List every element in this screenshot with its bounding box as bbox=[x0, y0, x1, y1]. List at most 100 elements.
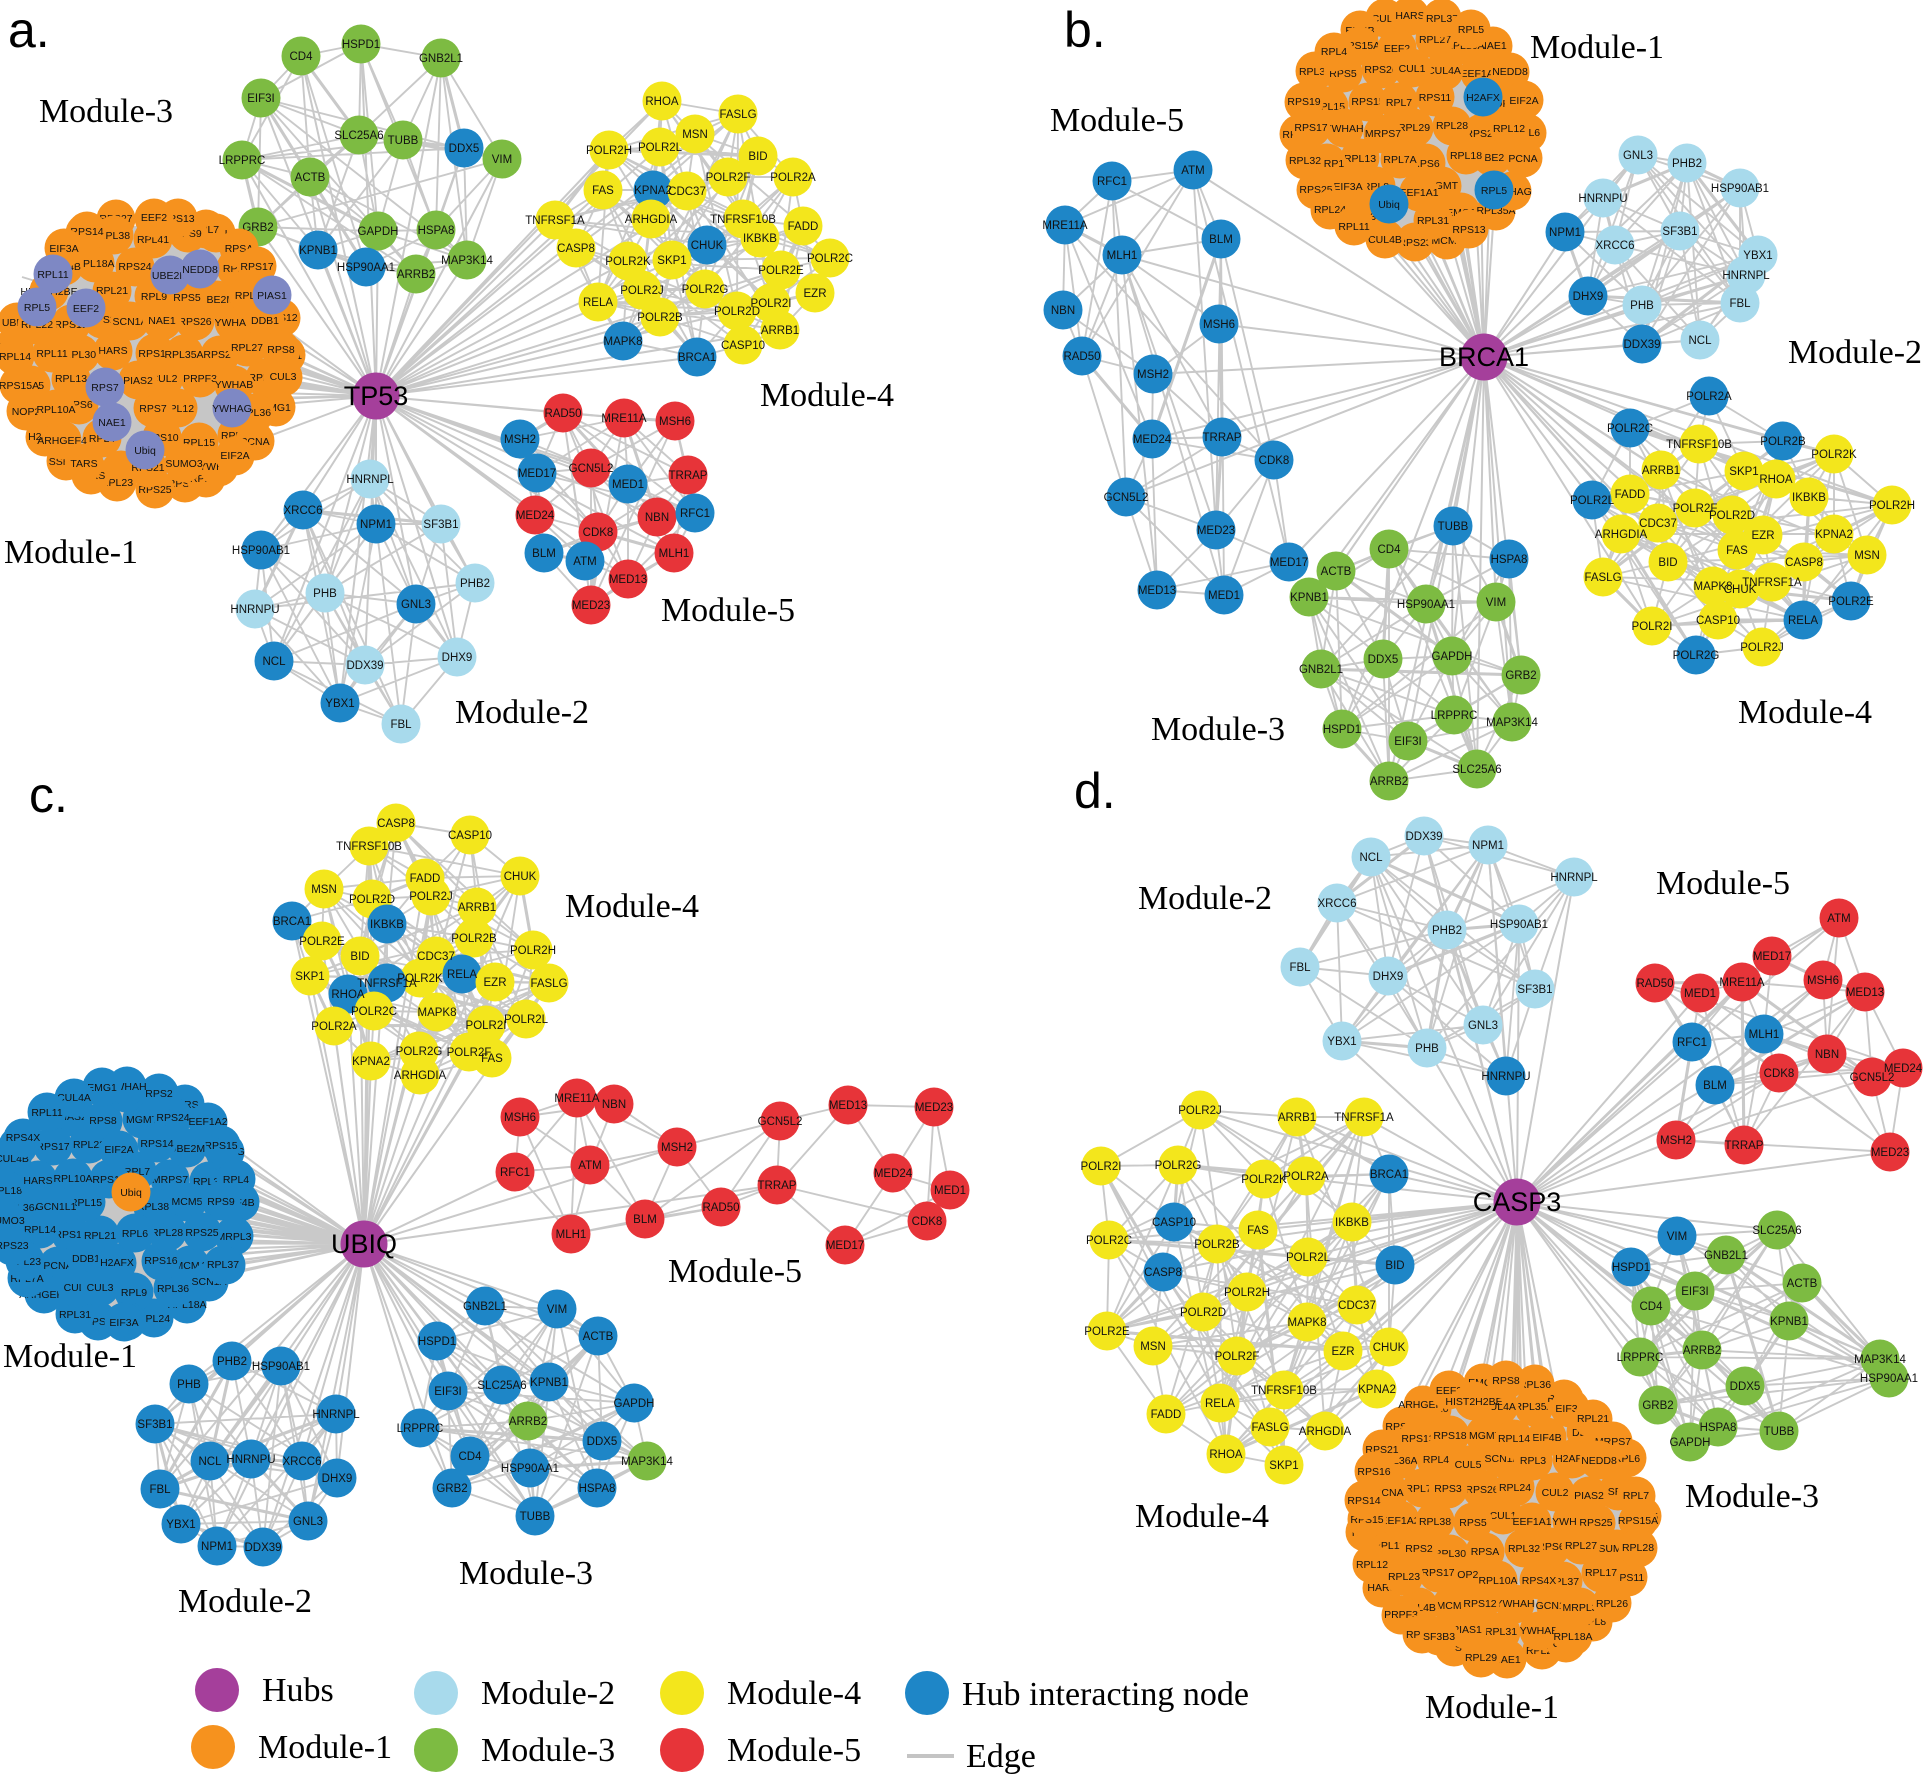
svg-text:RPS23: RPS23 bbox=[0, 1240, 29, 1252]
svg-text:PRPF3: PRPF3 bbox=[183, 373, 217, 385]
svg-text:HIST2H2BE: HIST2H2BE bbox=[1445, 1396, 1502, 1408]
svg-text:EEF1A1: EEF1A1 bbox=[1512, 1516, 1551, 1528]
svg-text:CD4: CD4 bbox=[289, 51, 313, 63]
svg-text:c.: c. bbox=[29, 767, 68, 823]
svg-text:RPL35A: RPL35A bbox=[1514, 1401, 1553, 1413]
svg-text:RPS16: RPS16 bbox=[144, 1255, 177, 1267]
svg-text:RPL5: RPL5 bbox=[1481, 185, 1507, 197]
svg-text:POLR2K: POLR2K bbox=[397, 973, 443, 985]
svg-text:MGMT: MGMT bbox=[126, 1114, 159, 1126]
svg-text:RPSA: RPSA bbox=[1471, 1546, 1500, 1558]
svg-text:MRE11A: MRE11A bbox=[554, 1093, 599, 1105]
svg-text:MAP3K14: MAP3K14 bbox=[1486, 717, 1538, 729]
svg-text:HNRNPL: HNRNPL bbox=[1550, 872, 1598, 884]
svg-text:RPS15: RPS15 bbox=[1351, 96, 1384, 108]
svg-text:a.: a. bbox=[8, 2, 50, 58]
svg-text:RPS8: RPS8 bbox=[267, 344, 295, 356]
svg-text:Module-5: Module-5 bbox=[661, 592, 795, 629]
svg-text:RFC1: RFC1 bbox=[1677, 1037, 1707, 1049]
svg-text:DDX5: DDX5 bbox=[1368, 654, 1399, 666]
svg-text:CD4: CD4 bbox=[1377, 544, 1401, 556]
svg-text:YBX1: YBX1 bbox=[166, 1519, 195, 1531]
svg-text:CHUK: CHUK bbox=[691, 240, 724, 252]
svg-text:POLR2J: POLR2J bbox=[1178, 1105, 1221, 1117]
svg-text:POLR2L: POLR2L bbox=[1570, 495, 1615, 507]
svg-text:MED24: MED24 bbox=[874, 1168, 913, 1180]
svg-text:SF3B1: SF3B1 bbox=[137, 1419, 172, 1431]
svg-text:HSP90AB1: HSP90AB1 bbox=[1711, 183, 1769, 195]
svg-text:POLR2E: POLR2E bbox=[299, 936, 345, 948]
svg-text:POLR2G: POLR2G bbox=[682, 284, 729, 296]
svg-text:CASP3: CASP3 bbox=[1473, 1187, 1562, 1217]
svg-text:YBX1: YBX1 bbox=[1743, 250, 1772, 262]
svg-text:Module-2: Module-2 bbox=[481, 1675, 615, 1712]
svg-text:HARS: HARS bbox=[23, 1175, 52, 1187]
svg-text:RPL23: RPL23 bbox=[1388, 1571, 1420, 1583]
svg-text:RPL11: RPL11 bbox=[31, 1107, 62, 1119]
svg-text:MSH6: MSH6 bbox=[1203, 319, 1235, 331]
svg-text:RPL32: RPL32 bbox=[1508, 1543, 1540, 1555]
svg-text:DDB1: DDB1 bbox=[251, 315, 279, 327]
svg-text:Module-5: Module-5 bbox=[727, 1732, 861, 1769]
svg-text:POLR2K: POLR2K bbox=[605, 256, 651, 268]
svg-text:GNB2L1: GNB2L1 bbox=[1299, 664, 1343, 676]
svg-text:POLR2B: POLR2B bbox=[1194, 1239, 1240, 1251]
svg-text:ARRB2: ARRB2 bbox=[1683, 1345, 1721, 1357]
svg-text:CDC37: CDC37 bbox=[417, 951, 455, 963]
svg-text:MSH6: MSH6 bbox=[504, 1112, 536, 1124]
svg-text:RPL11: RPL11 bbox=[1338, 221, 1369, 233]
svg-text:RPL29: RPL29 bbox=[1398, 122, 1430, 134]
svg-text:CHUK: CHUK bbox=[1373, 1342, 1406, 1354]
svg-text:NAE1: NAE1 bbox=[1479, 40, 1507, 52]
svg-text:DDX39: DDX39 bbox=[244, 1542, 281, 1554]
svg-text:RPS17: RPS17 bbox=[1421, 1567, 1454, 1579]
svg-text:TUBB: TUBB bbox=[1438, 521, 1469, 533]
svg-text:ARRB1: ARRB1 bbox=[761, 325, 799, 337]
svg-text:IKBKB: IKBKB bbox=[743, 233, 777, 245]
svg-text:EIF3A: EIF3A bbox=[109, 1317, 138, 1329]
svg-text:RPL41: RPL41 bbox=[137, 234, 169, 246]
svg-text:RPS15A: RPS15A bbox=[0, 380, 39, 392]
svg-text:TRRAP: TRRAP bbox=[1725, 1140, 1764, 1152]
svg-text:GRB2: GRB2 bbox=[1505, 670, 1536, 682]
svg-text:BRCA1: BRCA1 bbox=[678, 352, 716, 364]
svg-text:BID: BID bbox=[1658, 557, 1677, 569]
svg-text:TNFRSF1A: TNFRSF1A bbox=[1742, 577, 1802, 589]
svg-text:SF3B1: SF3B1 bbox=[423, 519, 458, 531]
svg-text:CUL4A: CUL4A bbox=[57, 1092, 91, 1104]
svg-text:ACTB: ACTB bbox=[1787, 1278, 1818, 1290]
svg-text:MGMT: MGMT bbox=[1469, 1430, 1502, 1442]
svg-text:RPL10A: RPL10A bbox=[36, 404, 75, 416]
svg-text:RAD50: RAD50 bbox=[544, 408, 581, 420]
svg-text:RPL31: RPL31 bbox=[1485, 1626, 1517, 1638]
svg-text:ATM: ATM bbox=[573, 556, 596, 568]
svg-text:GNL3: GNL3 bbox=[1623, 150, 1653, 162]
svg-text:DHX9: DHX9 bbox=[442, 652, 473, 664]
svg-text:YWHAH: YWHAH bbox=[1495, 1598, 1534, 1610]
svg-text:NBN: NBN bbox=[1815, 1049, 1839, 1061]
svg-text:EEF2: EEF2 bbox=[73, 303, 99, 315]
svg-text:TNFRSF1A: TNFRSF1A bbox=[525, 215, 585, 227]
svg-text:EIF3A: EIF3A bbox=[49, 243, 78, 255]
svg-text:BRCA1: BRCA1 bbox=[1439, 342, 1529, 372]
svg-text:HARS: HARS bbox=[1395, 10, 1424, 22]
svg-text:Module-1: Module-1 bbox=[1425, 1689, 1559, 1726]
svg-text:POLR2L: POLR2L bbox=[638, 142, 683, 154]
svg-text:RPL14: RPL14 bbox=[1498, 1433, 1530, 1445]
svg-text:SF3B1: SF3B1 bbox=[1662, 226, 1697, 238]
svg-text:SKP1: SKP1 bbox=[1729, 466, 1758, 478]
svg-text:RPL34: RPL34 bbox=[1299, 66, 1331, 78]
svg-text:Module-5: Module-5 bbox=[1656, 865, 1790, 902]
svg-text:MRE11A: MRE11A bbox=[1042, 220, 1087, 232]
svg-text:POLR2F: POLR2F bbox=[447, 1047, 492, 1059]
svg-text:ARRB1: ARRB1 bbox=[1642, 465, 1680, 477]
svg-text:KPNA2: KPNA2 bbox=[1815, 529, 1853, 541]
svg-text:GAPDH: GAPDH bbox=[614, 1398, 655, 1410]
svg-text:RPS8: RPS8 bbox=[1492, 1375, 1520, 1387]
svg-text:HNRNPU: HNRNPU bbox=[1578, 193, 1627, 205]
svg-text:Module-5: Module-5 bbox=[1050, 102, 1184, 139]
svg-text:RPL13: RPL13 bbox=[1344, 153, 1376, 165]
svg-text:RPS8: RPS8 bbox=[89, 1115, 117, 1127]
svg-text:RPS3: RPS3 bbox=[1434, 1483, 1462, 1495]
svg-text:POLR2C: POLR2C bbox=[351, 1006, 397, 1018]
